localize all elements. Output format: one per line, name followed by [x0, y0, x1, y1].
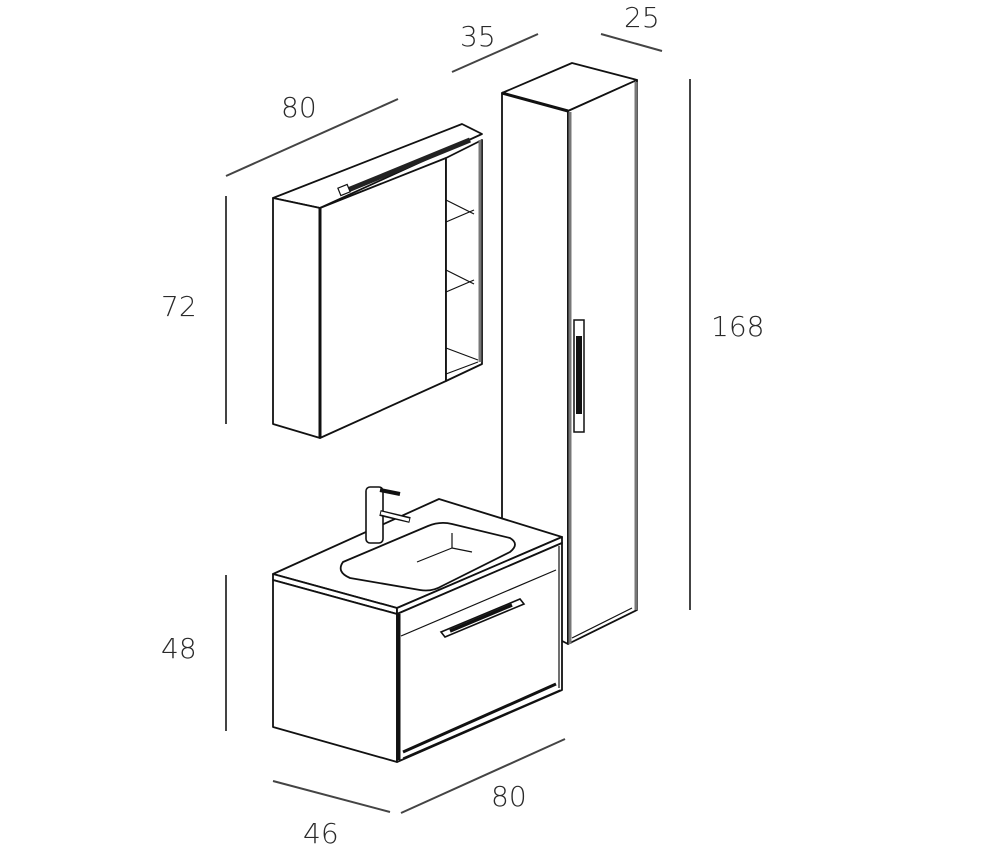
tall-column-cabinet	[501, 62, 638, 645]
open-shelf-section	[445, 139, 483, 382]
mirror-door	[319, 157, 447, 439]
mirror-height-label: 72	[161, 290, 197, 323]
column-width-dimension-line	[451, 33, 539, 73]
vanity-depth-dimension-line	[272, 780, 391, 813]
vanity-width-label: 80	[491, 780, 527, 813]
column-depth-dimension-line	[600, 33, 663, 52]
mirror-cabinet	[272, 123, 483, 439]
mirror-width-dimension-line	[225, 98, 399, 177]
mirror-cabinet-side	[272, 197, 321, 439]
dimension-lines	[225, 33, 691, 814]
light-switch	[337, 183, 351, 197]
column-height-label: 168	[711, 310, 764, 343]
faucet-lever	[379, 488, 401, 496]
column-width-label: 35	[460, 20, 496, 53]
vanity-height-label: 48	[161, 632, 197, 665]
basin	[339, 521, 516, 592]
led-light-bar	[342, 137, 471, 195]
vanity-width-dimension-line	[400, 738, 566, 814]
column-handle-grip	[576, 336, 582, 414]
vanity-depth-label: 46	[303, 817, 339, 850]
mirror-width-label: 80	[281, 91, 317, 124]
column-depth-label: 25	[624, 1, 660, 34]
vanity-unit	[272, 486, 563, 763]
dimension-labels: 80 72 35 25 168 48 80 46	[161, 1, 764, 850]
